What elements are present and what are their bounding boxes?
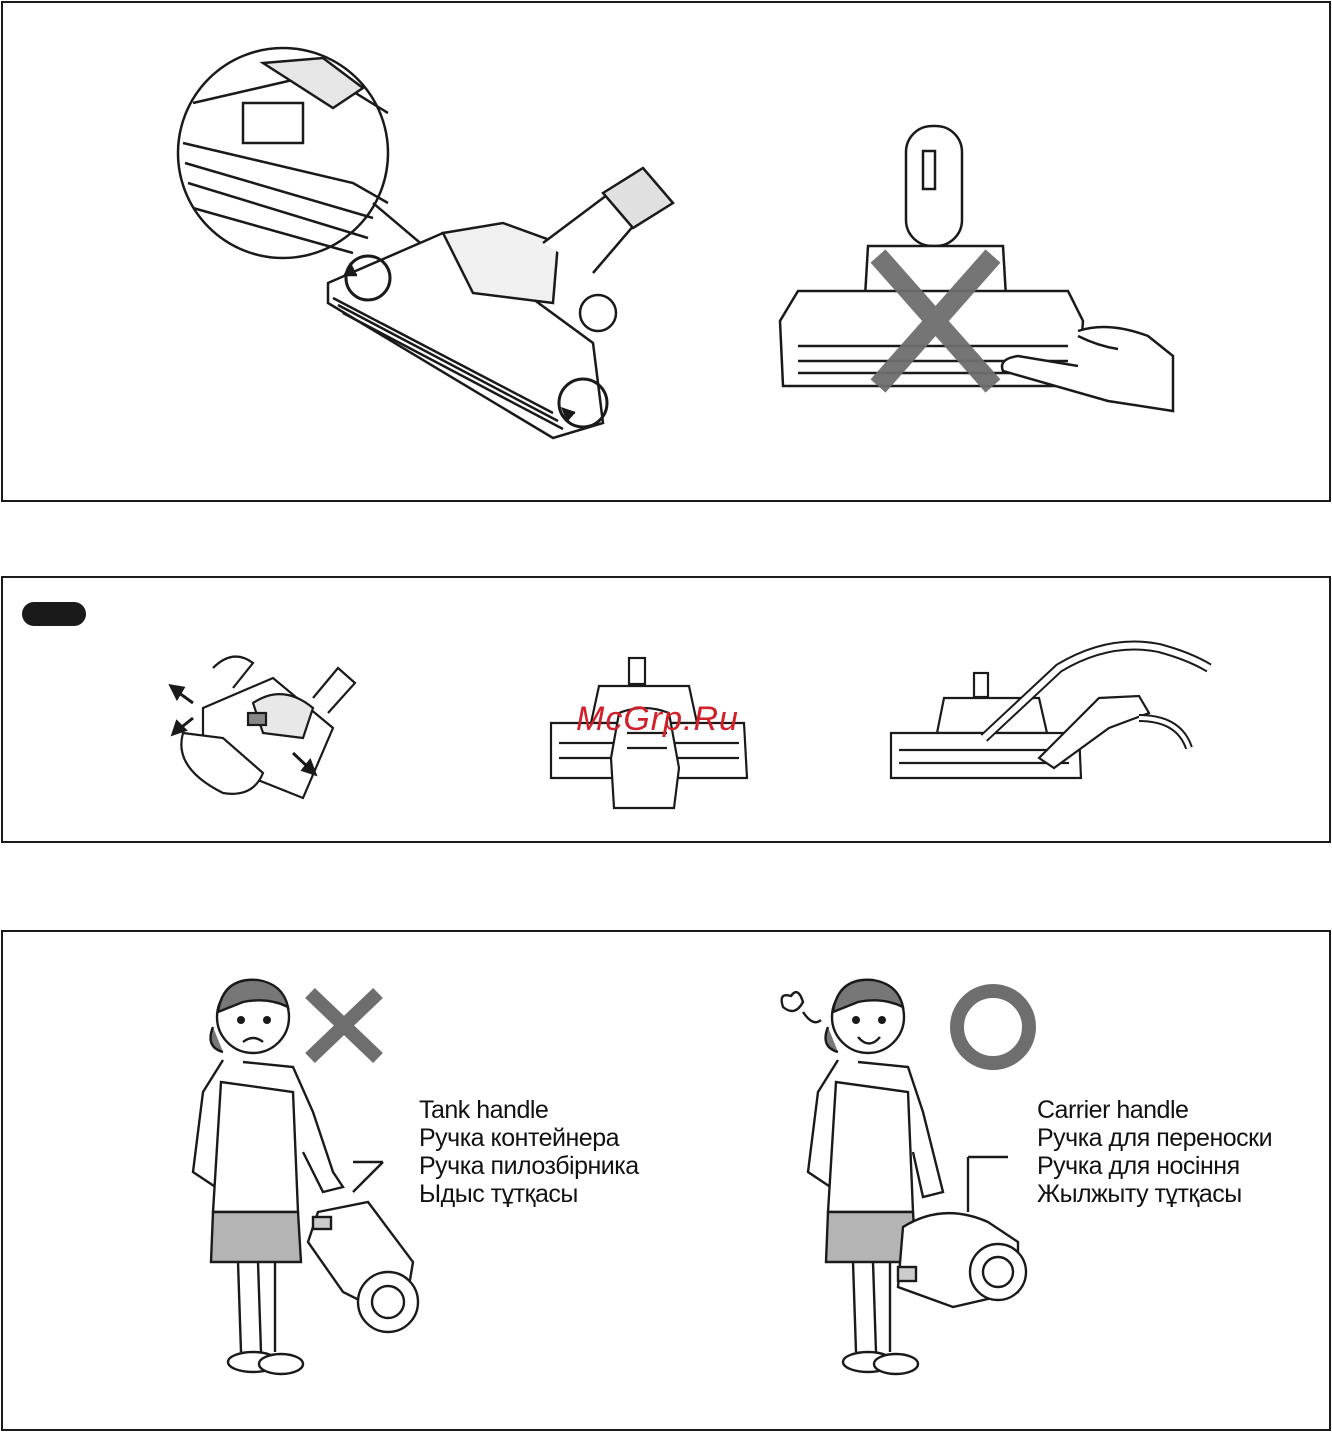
brush-front-hand-illustration <box>778 121 1198 421</box>
section-badge <box>22 602 86 626</box>
caption-line: Carrier handle <box>1037 1096 1272 1124</box>
bottom-instruction-panel: Tank handle Ручка контейнера Ручка пилоз… <box>1 930 1331 1431</box>
middle-instruction-panel: McGrp.Ru <box>1 576 1331 843</box>
circle-mark-icon <box>948 982 1038 1072</box>
floor-brush-zoom-illustration <box>173 43 693 483</box>
watermark-text: McGrp.Ru <box>576 700 739 739</box>
brush-cloth-cleaning-illustration <box>163 648 363 818</box>
brush-crevice-tool-illustration <box>889 638 1229 798</box>
tank-handle-caption: Tank handle Ручка контейнера Ручка пилоз… <box>419 1096 639 1208</box>
caption-line: Ручка для переноски <box>1037 1124 1272 1152</box>
caption-line: Ыдыс тұтқасы <box>419 1180 639 1208</box>
caption-line: Жылжыту тұтқасы <box>1037 1180 1272 1208</box>
caption-line: Ручка контейнера <box>419 1124 639 1152</box>
carrier-handle-caption: Carrier handle Ручка для переноски Ручка… <box>1037 1096 1272 1208</box>
caption-line: Ручка пилозбірника <box>419 1152 639 1180</box>
caption-line: Ручка для носіння <box>1037 1152 1272 1180</box>
top-instruction-panel <box>1 1 1331 502</box>
caption-line: Tank handle <box>419 1096 639 1124</box>
cross-mark-icon <box>305 988 385 1063</box>
